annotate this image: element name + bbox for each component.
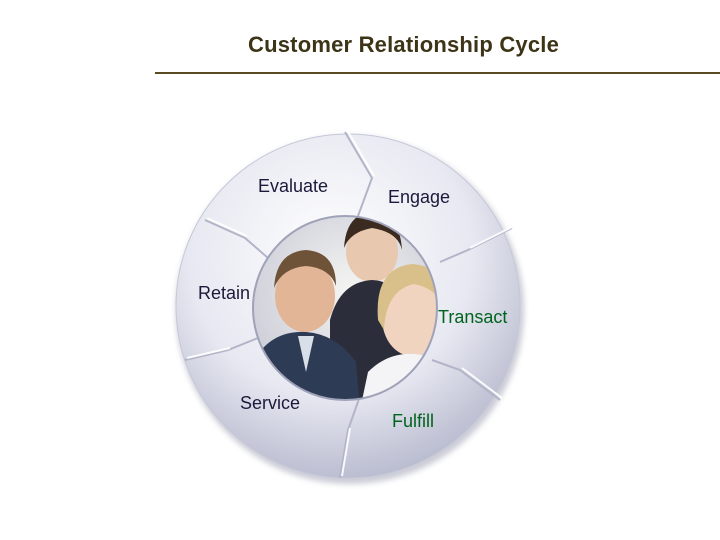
stage-engage: Engage	[388, 187, 451, 207]
divider-top	[344, 131, 374, 217]
divider-lower-right	[431, 359, 501, 401]
diagram-title: Customer Relationship Cycle	[248, 32, 560, 57]
segment-dividers	[184, 131, 513, 479]
stage-evaluate: Evaluate	[258, 176, 329, 196]
stage-retain: Retain	[198, 283, 251, 303]
divider-upper-left	[204, 219, 269, 259]
person-left-face	[275, 260, 335, 332]
title-underline	[155, 72, 720, 74]
person-back-face	[346, 222, 398, 282]
person-front-face	[382, 280, 437, 356]
divider-lower-left	[184, 337, 259, 361]
person-left-hair	[274, 250, 336, 288]
stage-fulfill: Fulfill	[392, 411, 435, 431]
person-left-shirt	[298, 336, 314, 372]
person-front-hair	[377, 264, 437, 330]
center-photo-border	[252, 215, 438, 401]
stage-service: Service	[240, 393, 301, 413]
stage-transact: Transact	[438, 307, 508, 327]
divider-bottom	[339, 395, 361, 479]
